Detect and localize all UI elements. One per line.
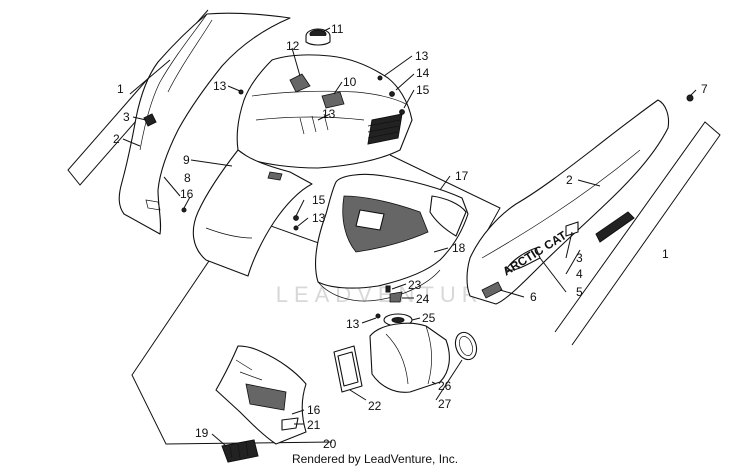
callout-20: 20: [323, 437, 337, 451]
callout-16-low: 16: [307, 403, 321, 417]
callout-4: 4: [576, 267, 583, 281]
callout-9: 9: [183, 153, 190, 167]
render-credit: Rendered by LeadVenture, Inc.: [291, 452, 459, 466]
callout-7: 7: [701, 82, 708, 96]
bumper-guide: [221, 439, 259, 463]
callout-13-top: 13: [213, 79, 227, 93]
callout-8: 8: [184, 171, 191, 185]
callout-14: 14: [416, 66, 430, 80]
intake-seal: [333, 345, 363, 393]
callout-17: 17: [455, 169, 469, 183]
callout-16-left: 16: [180, 187, 194, 201]
callout-21: 21: [307, 418, 321, 432]
callout-13-midb: 13: [312, 211, 326, 225]
right-side-panel: [466, 99, 670, 305]
callout-11: 11: [331, 22, 344, 36]
callout-3-right: 3: [576, 251, 583, 265]
lower-front-shroud: [215, 345, 307, 445]
callout-5: 5: [576, 285, 583, 299]
callout-13-mid: 13: [322, 107, 336, 121]
callout-26: 26: [438, 379, 452, 393]
callout-6: 6: [530, 290, 537, 304]
left-side-panel: [118, 12, 291, 235]
callout-15-mid: 15: [312, 193, 326, 207]
callout-12: 12: [286, 39, 300, 53]
callout-22: 22: [368, 399, 382, 413]
intake-duct: [369, 322, 478, 393]
callout-13-low: 13: [346, 317, 360, 331]
callout-24: 24: [416, 292, 430, 306]
callout-1-left: 1: [117, 82, 124, 96]
callout-18: 18: [452, 241, 466, 255]
callout-27: 27: [438, 397, 452, 411]
callout-2-right: 2: [566, 173, 573, 187]
callout-10: 10: [343, 75, 357, 89]
leader-lines: [122, 27, 697, 447]
callout-19: 19: [195, 426, 209, 440]
callout-2-left: 2: [113, 132, 120, 146]
callout-25: 25: [422, 311, 436, 325]
upper-shroud: [236, 54, 413, 169]
callout-labels: 1 3 2 9 8 16 12 11 13 10 13 14 15 13 15 …: [113, 22, 708, 451]
air-box: [315, 173, 469, 302]
callout-13-topright: 13: [415, 49, 429, 63]
callout-1-right: 1: [662, 247, 669, 261]
callout-15-top: 15: [416, 83, 430, 97]
front-hood: [192, 149, 313, 277]
callout-23: 23: [408, 278, 422, 292]
vent-cap: [305, 28, 331, 46]
callout-3-left: 3: [123, 110, 130, 124]
